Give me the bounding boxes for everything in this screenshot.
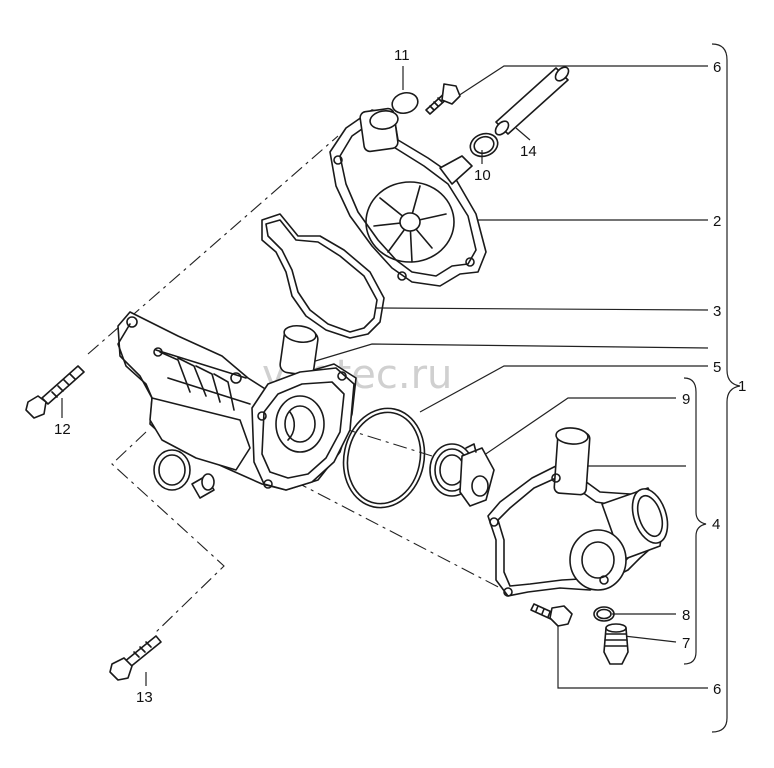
- leader-9: [473, 397, 676, 463]
- leader-6-top: [457, 65, 708, 97]
- o-ring-10: [469, 132, 499, 158]
- bolt-6-top: [425, 83, 461, 115]
- o-ring-11: [391, 91, 419, 115]
- o-ring-housing-lower-inner: [158, 454, 186, 486]
- bolt-6-bottom: [530, 603, 573, 627]
- gasket-3: [261, 213, 385, 339]
- callout-12: 12: [54, 421, 71, 438]
- callout-8: 8: [682, 607, 690, 624]
- leader-14: [515, 127, 531, 141]
- pipe-14: [494, 66, 570, 136]
- callout-10: 10: [474, 167, 491, 184]
- axis-line-lower-left: [111, 431, 225, 635]
- sleeve-housing-lower: [191, 473, 215, 499]
- callout-5: 5: [713, 359, 721, 376]
- sensor-7: [603, 623, 629, 665]
- bolt-12: [25, 365, 85, 419]
- callout-2: 2: [713, 213, 721, 230]
- water-pump-2: [329, 107, 487, 287]
- callout-14: 14: [520, 143, 537, 160]
- leader-3: [375, 307, 709, 311]
- leader-6-bottom: [557, 624, 708, 689]
- seal-ring-5-inner: [346, 411, 422, 505]
- callout-3: 3: [713, 303, 721, 320]
- leader-7: [623, 635, 677, 643]
- callout-1: 1: [738, 378, 746, 395]
- bracket-4: [683, 377, 707, 665]
- callout-6-bottom: 6: [713, 681, 721, 698]
- callout-11: 11: [394, 47, 410, 64]
- thermostat-9: [429, 443, 495, 507]
- callout-6-top: 6: [713, 59, 721, 76]
- o-ring-housing-lower: [153, 449, 191, 491]
- callout-13: 13: [136, 689, 153, 706]
- callout-7: 7: [682, 635, 690, 652]
- callout-4: 4: [712, 516, 720, 533]
- leader-5-b: [311, 343, 709, 363]
- leader-5: [419, 365, 708, 413]
- thermostat-housing-4: [487, 427, 669, 597]
- bolt-13: [109, 635, 162, 681]
- callout-9: 9: [682, 391, 690, 408]
- bracket-1: [711, 43, 741, 733]
- coolant-housing: [117, 311, 357, 491]
- o-ring-8-inner: [596, 608, 612, 620]
- o-ring-8: [593, 606, 615, 622]
- o-ring-10-inner: [473, 135, 495, 155]
- seal-ring-5: [342, 407, 426, 509]
